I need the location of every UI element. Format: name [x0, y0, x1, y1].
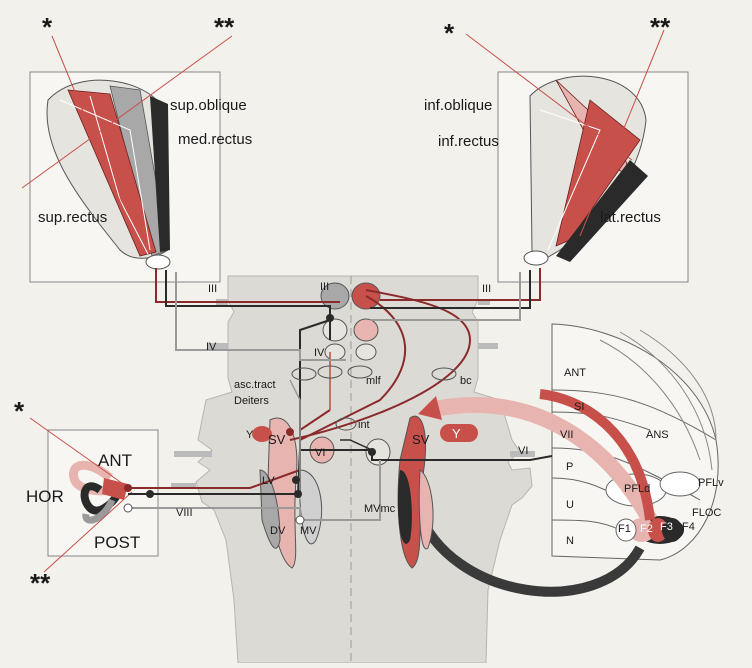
- left-annulus: [145, 254, 171, 270]
- left-axis-single: [51, 35, 141, 251]
- flocculus-to-vestibular-arrow: [428, 396, 657, 524]
- label-int: int: [358, 419, 370, 431]
- label-mlf: mlf: [366, 375, 382, 387]
- paraflocculus-ventral: [659, 471, 701, 497]
- canal-ampulla: [102, 478, 128, 500]
- canal-star-single: *: [14, 396, 25, 426]
- label-VI-mid: VI: [315, 447, 325, 459]
- label-IV-left: IV: [206, 341, 217, 353]
- right-lat-rectus-muscle: [556, 160, 648, 262]
- left-eye-panel: [21, 35, 233, 283]
- label-III-mid: III: [320, 281, 329, 293]
- left-med-rectus-muscle: [150, 96, 170, 252]
- right-annulus: [523, 250, 549, 266]
- nucleus-Y-left: [252, 426, 272, 442]
- post-canal: [82, 498, 116, 524]
- flocculus: [615, 516, 684, 544]
- label-III-left: III: [208, 283, 217, 295]
- label-deiters: Deiters: [234, 395, 269, 407]
- label-cb-U: U: [566, 499, 574, 511]
- label-Y-left: Y: [246, 429, 254, 441]
- label-Y-right: Y: [452, 426, 461, 441]
- label-sup-oblique: sup.oblique: [170, 97, 247, 114]
- label-IV-mid: IV: [314, 347, 325, 359]
- flocculus-to-mvmc-arrow: [413, 508, 645, 597]
- label-cb-PFLv: PFLv: [698, 477, 724, 489]
- label-bc: bc: [460, 375, 472, 387]
- label-III-right: III: [482, 283, 491, 295]
- left-star-double: **: [214, 12, 235, 42]
- label-inf-oblique: inf.oblique: [424, 97, 492, 114]
- ant-canal: [69, 460, 120, 496]
- right-axis-single: [465, 33, 633, 161]
- right-eye-panel: [465, 29, 689, 283]
- label-DV: DV: [270, 525, 286, 537]
- label-med-rectus: med.rectus: [178, 131, 252, 148]
- label-SV-right: SV: [412, 432, 430, 447]
- label-post-canal: POST: [94, 533, 140, 552]
- label-sup-rectus: sup.rectus: [38, 209, 107, 226]
- cerebellum: [551, 323, 719, 561]
- label-asc-tract: asc.tract: [234, 379, 276, 391]
- label-cb-ANS: ANS: [646, 429, 669, 441]
- label-MVmc: MVmc: [364, 503, 396, 515]
- label-lat-rectus: lat.rectus: [600, 209, 661, 226]
- right-axis-double: [579, 29, 665, 237]
- label-cb-PFLd: PFLd: [624, 483, 650, 495]
- canal-axis-double: [43, 491, 133, 573]
- label-inf-rectus: inf.rectus: [438, 133, 499, 150]
- label-cb-VII: VII: [560, 429, 573, 441]
- label-LV: LV: [262, 475, 275, 487]
- label-ant-canal: ANT: [98, 451, 132, 470]
- left-star-single: *: [42, 12, 53, 42]
- label-cb-N: N: [566, 535, 574, 547]
- label-MV: MV: [300, 525, 317, 537]
- label-VIII: VIII: [176, 507, 193, 519]
- brainstem-outline: [195, 275, 533, 664]
- label-SV-left: SV: [268, 432, 286, 447]
- brainstem: [171, 275, 535, 664]
- label-VI-right: VI: [518, 445, 528, 457]
- canal-axis-single: [29, 417, 127, 487]
- label-F3: F3: [660, 521, 673, 533]
- label-hor-canal: HOR: [26, 487, 64, 506]
- label-cb-SI: SI: [574, 401, 584, 413]
- right-star-single: *: [444, 18, 455, 48]
- label-cb-FLOC: FLOC: [692, 507, 721, 519]
- label-cb-ANT: ANT: [564, 367, 586, 379]
- label-cb-P: P: [566, 461, 573, 473]
- pathways: [123, 268, 553, 525]
- right-star-double: **: [650, 12, 671, 42]
- label-F1: F1: [618, 523, 631, 535]
- left-axis-double: [21, 35, 233, 189]
- nucleus-Y-right: [440, 424, 478, 442]
- label-F2: F2: [640, 523, 653, 535]
- label-F4: F4: [682, 521, 695, 533]
- canal-star-double: **: [30, 568, 51, 598]
